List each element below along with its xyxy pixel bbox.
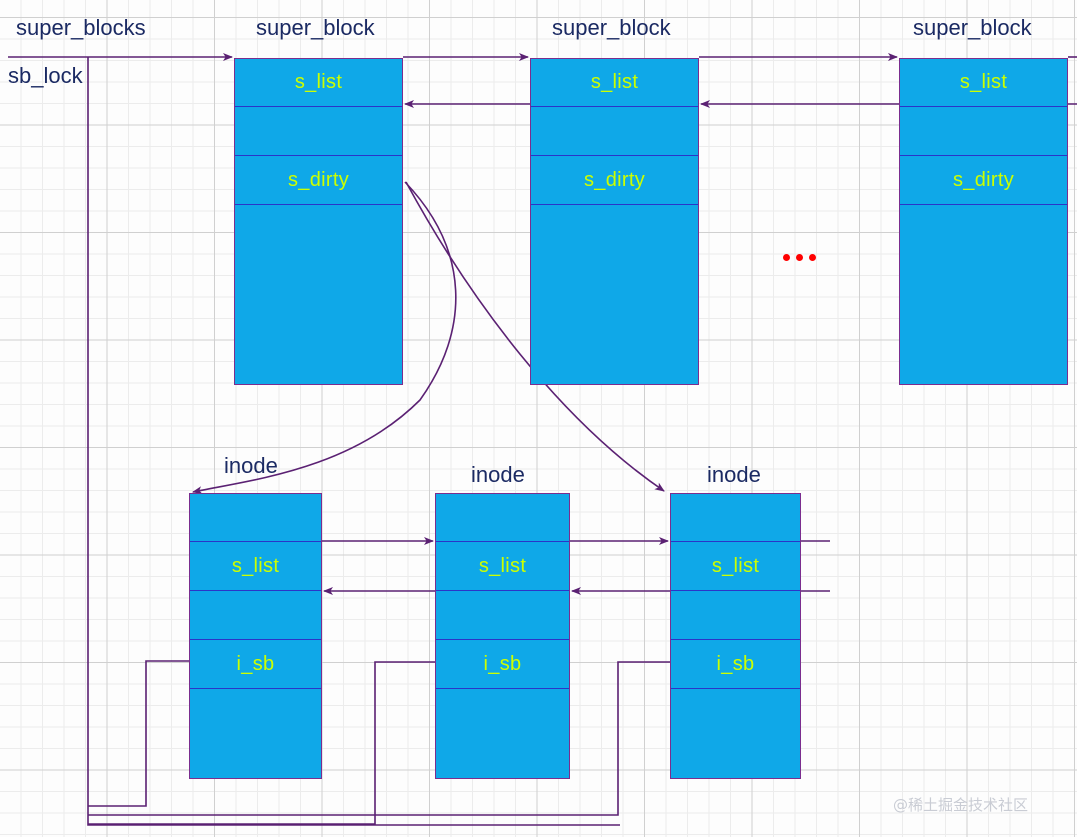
- caption-super-block-2: super_block: [552, 15, 671, 40]
- wire-sdirty-to-inode3: [405, 181, 665, 492]
- caption-super-block-3: super_block: [913, 15, 1032, 40]
- ellipsis-dot: [796, 254, 803, 261]
- field-blank-1: [235, 107, 402, 156]
- field-blank-2: [900, 205, 1067, 386]
- inode-node-1[interactable]: s_list i_sb: [189, 493, 322, 779]
- field-label: s_list: [711, 554, 760, 577]
- field-s-list: s_list: [235, 59, 402, 107]
- field-blank-1: [900, 107, 1067, 156]
- wire-inode1-isb: [88, 660, 189, 807]
- watermark: @稀土掘金技术社区: [893, 796, 1029, 814]
- field-s-dirty: s_dirty: [531, 156, 698, 205]
- field-label: s_dirty: [952, 168, 1014, 191]
- field-i-sb: i_sb: [436, 640, 569, 689]
- inode-node-3[interactable]: s_list i_sb: [670, 493, 801, 779]
- field-blank-1: [531, 107, 698, 156]
- wire-sb-lock-spine: [87, 57, 620, 826]
- wire-inode2-isb: [88, 661, 435, 825]
- field-label: s_dirty: [583, 168, 645, 191]
- label-super-blocks: super_blocks: [16, 15, 146, 40]
- field-s-list: s_list: [900, 59, 1067, 107]
- field-label: s_list: [478, 554, 527, 577]
- ellipsis-dots: [783, 254, 816, 261]
- inode-node-2[interactable]: s_list i_sb: [435, 493, 570, 779]
- super-block-node-3[interactable]: s_list s_dirty: [899, 58, 1068, 385]
- field-label: i_sb: [483, 652, 522, 675]
- ellipsis-dot: [783, 254, 790, 261]
- caption-inode-2: inode: [471, 462, 525, 487]
- field-s-list: s_list: [671, 542, 800, 591]
- field-blank-1: [436, 494, 569, 542]
- field-blank-3: [436, 689, 569, 780]
- wire-inode3-isb: [88, 661, 670, 816]
- label-sb-lock: sb_lock: [8, 63, 83, 88]
- field-label: s_list: [294, 71, 343, 93]
- field-blank-2: [436, 591, 569, 640]
- caption-inode-1: inode: [224, 453, 278, 478]
- wire-sdirty-to-inode1: [192, 181, 457, 495]
- field-label: s_list: [959, 71, 1008, 93]
- field-s-list: s_list: [531, 59, 698, 107]
- caption-inode-3: inode: [707, 462, 761, 487]
- field-blank-2: [671, 591, 800, 640]
- super-block-node-2[interactable]: s_list s_dirty: [530, 58, 699, 385]
- super-block-node-1[interactable]: s_list s_dirty: [234, 58, 403, 385]
- caption-super-block-1: super_block: [256, 15, 375, 40]
- field-label: s_list: [231, 554, 280, 577]
- field-label: i_sb: [716, 652, 755, 675]
- field-s-dirty: s_dirty: [235, 156, 402, 205]
- field-i-sb: i_sb: [671, 640, 800, 689]
- field-label: s_dirty: [287, 168, 349, 191]
- ellipsis-dot: [809, 254, 816, 261]
- field-blank-1: [671, 494, 800, 542]
- field-s-list: s_list: [190, 542, 321, 591]
- field-s-list: s_list: [436, 542, 569, 591]
- field-blank-3: [190, 689, 321, 780]
- field-label: i_sb: [236, 652, 275, 675]
- field-blank-2: [531, 205, 698, 386]
- field-blank-2: [190, 591, 321, 640]
- field-i-sb: i_sb: [190, 640, 321, 689]
- field-blank-2: [235, 205, 402, 386]
- field-label: s_list: [590, 71, 639, 93]
- field-blank-1: [190, 494, 321, 542]
- field-s-dirty: s_dirty: [900, 156, 1067, 205]
- field-blank-3: [671, 689, 800, 780]
